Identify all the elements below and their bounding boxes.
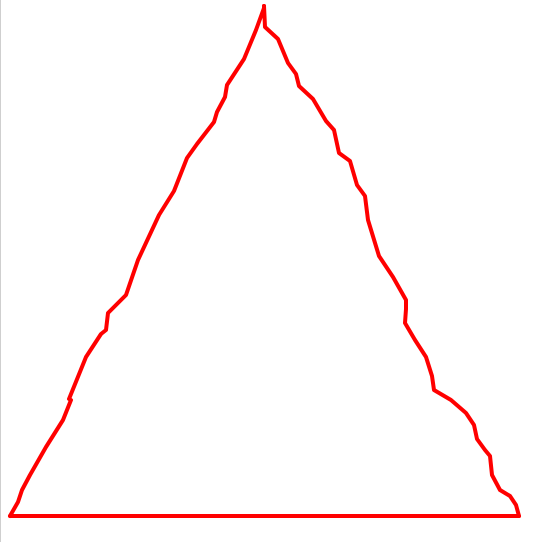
left-edge-divider [0, 0, 1, 542]
triangle-right-edge [262, 4, 521, 518]
triangle-left-edge [8, 4, 266, 518]
jagged-triangle-shape [8, 4, 521, 518]
